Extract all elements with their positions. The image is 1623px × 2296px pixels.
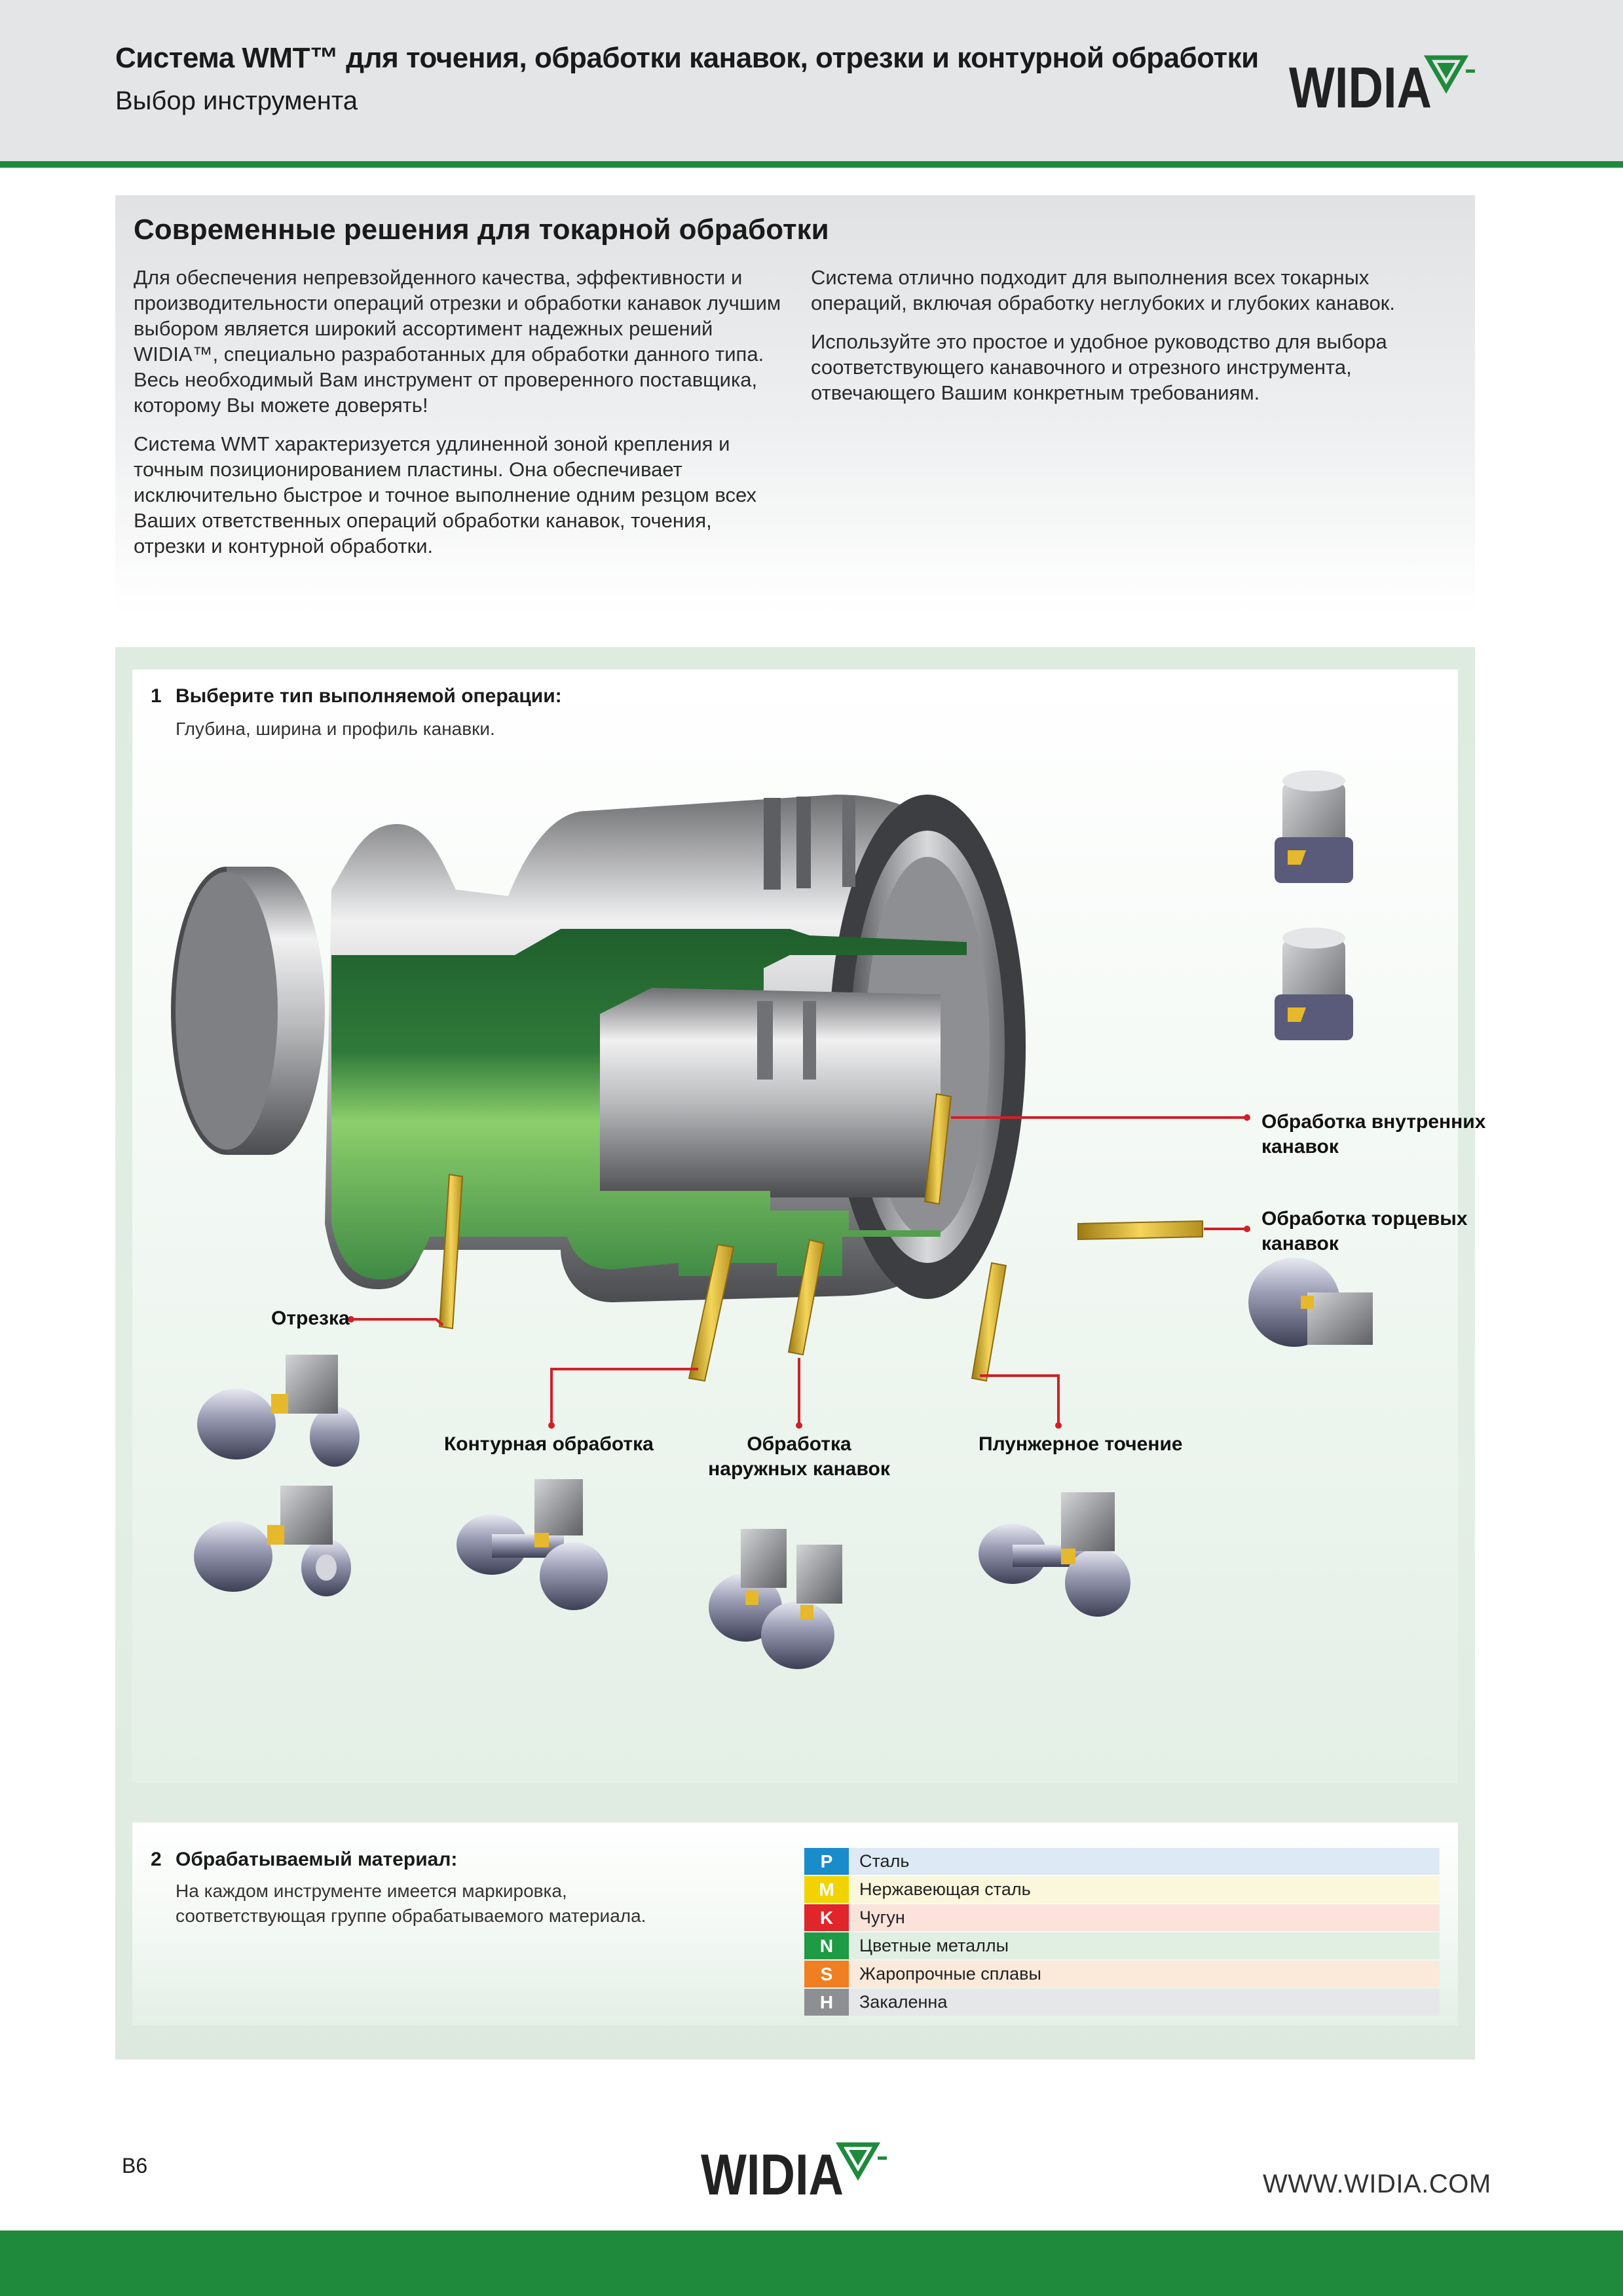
tool-illustration-profiling: [457, 1479, 608, 1610]
material-code: P: [804, 1848, 849, 1875]
label-face-grooving-line1: Обработка торцевых: [1261, 1208, 1468, 1230]
label-parting-off: Отрезка: [271, 1308, 350, 1329]
material-code: M: [804, 1876, 849, 1903]
material-code: N: [804, 1932, 849, 1959]
page-header: Система WMT™ для точения, обработки кана…: [0, 0, 1623, 161]
tool-illustration-parting: [194, 1355, 360, 1596]
widia-logo-icon: WIDIA: [1289, 55, 1475, 115]
material-code: H: [804, 1989, 849, 2016]
website-link[interactable]: WWW.WIDIA.COM: [1263, 2170, 1491, 2198]
material-name: Цветные металлы: [849, 1932, 1440, 1959]
label-internal-grooving-line2: канавок: [1261, 1136, 1339, 1157]
workpiece-section: [331, 929, 967, 1279]
material-row: H Закаленна: [804, 1988, 1440, 2016]
intro-right-column: Система отлично подходит для выполнения …: [811, 265, 1459, 419]
material-name: Чугун: [849, 1904, 1440, 1931]
step-1-title: Выберите тип выполняемой операции:: [176, 685, 562, 707]
material-code: K: [804, 1904, 849, 1931]
label-internal-grooving-line1: Обработка внутренних: [1261, 1111, 1486, 1133]
label-internal-grooving: Обработка внутренних канавок: [1261, 1110, 1485, 1159]
tool-illustration-internal: [1275, 770, 1353, 1040]
label-profiling: Контурная обработка: [444, 1433, 654, 1455]
intro-heading: Современные решения для токарной обработ…: [134, 214, 829, 246]
material-legend: P Сталь M Нержавеющая сталь K Чугун N Цв…: [804, 1847, 1440, 2016]
step-2-description-line2: соответствующая группе обрабатываемого м…: [176, 1906, 646, 1926]
leader-dots: [348, 1114, 1250, 1429]
tool-illustration-plunge: [979, 1492, 1130, 1617]
leader-lines: [351, 1116, 1247, 1425]
intro-section: Современные решения для токарной обработ…: [115, 195, 1475, 614]
page-number: B6: [122, 2154, 148, 2177]
step-1-description: Глубина, ширина и профиль канавки.: [176, 719, 495, 739]
material-name: Закаленна: [849, 1989, 1440, 2016]
svg-text:WIDIA: WIDIA: [701, 2142, 844, 2202]
label-external-grooving-line2: наружных канавок: [708, 1458, 890, 1480]
label-external-grooving: Обработка наружных канавок: [698, 1432, 900, 1482]
step-1-number: 1: [151, 685, 162, 707]
material-row: S Жаропрочные сплавы: [804, 1960, 1440, 1988]
material-row: P Сталь: [804, 1847, 1440, 1875]
footer-bar: [0, 2230, 1623, 2296]
grooving-inserts: [438, 1093, 1203, 1382]
material-row: K Чугун: [804, 1904, 1440, 1932]
intro-left-column: Для обеспечения непревзойденного качеств…: [134, 265, 789, 572]
header-divider: [0, 161, 1623, 168]
step-2-number: 2: [151, 1849, 162, 1870]
material-name: Нержавеющая сталь: [849, 1876, 1440, 1903]
page-title: Система WMT™ для точения, обработки кана…: [115, 42, 1259, 74]
widia-logo-icon: WIDIA: [701, 2142, 887, 2202]
label-plunge-turning: Плунжерное точение: [979, 1433, 1183, 1455]
label-face-grooving-line2: канавок: [1261, 1233, 1339, 1254]
operations-diagram: [171, 770, 1373, 1669]
material-row: N Цветные металлы: [804, 1932, 1440, 1960]
parted-disc: [171, 867, 325, 1155]
intro-paragraph: Система отлично подходит для выполнения …: [811, 266, 1395, 314]
page-subtitle: Выбор инструмента: [115, 86, 358, 115]
tool-illustration-face: [1248, 1258, 1373, 1347]
material-name: Сталь: [849, 1848, 1440, 1875]
step-2-title: Обрабатываемый материал:: [176, 1849, 458, 1870]
material-name: Жаропрочные сплавы: [849, 1961, 1440, 1987]
material-row: M Нержавеющая сталь: [804, 1875, 1440, 1904]
intro-paragraph: Используйте это простое и удобное руково…: [811, 330, 1387, 404]
material-code: S: [804, 1961, 849, 1987]
step-2-description: На каждом инструменте имеется маркировка…: [176, 1879, 646, 1929]
svg-text:WIDIA: WIDIA: [1289, 55, 1432, 115]
intro-paragraph: Для обеспечения непревзойденного качеств…: [134, 266, 781, 417]
label-external-grooving-line1: Обработка: [747, 1433, 851, 1455]
intro-paragraph: Система WMT характеризуется удлиненной з…: [134, 432, 757, 557]
tool-illustration-external: [709, 1529, 842, 1669]
label-face-grooving: Обработка торцевых канавок: [1261, 1207, 1468, 1256]
step-2-description-line1: На каждом инструменте имеется маркировка…: [176, 1881, 567, 1901]
